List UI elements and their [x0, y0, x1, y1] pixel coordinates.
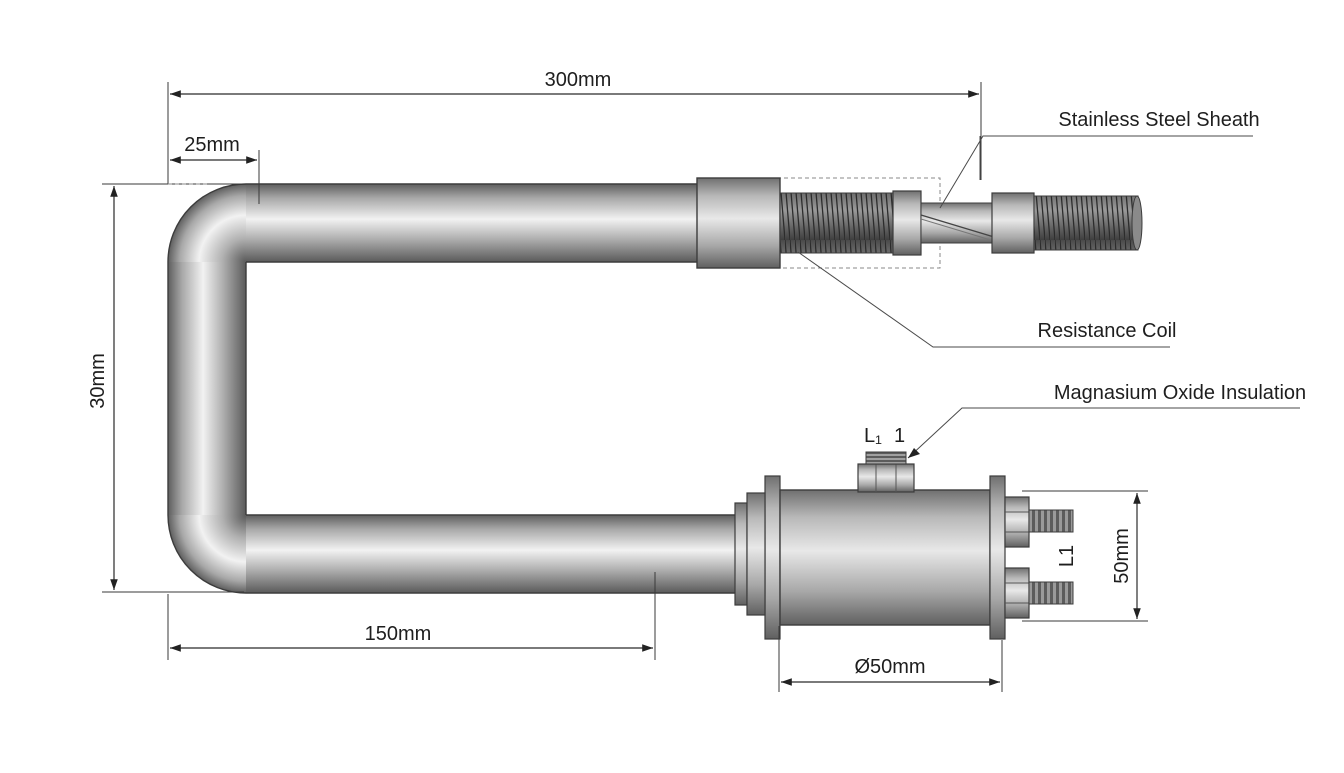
sheath-collar [696, 177, 781, 269]
dimension-overall-length-text: 300mm [545, 69, 612, 91]
dimension-housing-diameter-text: Ø50mm [854, 656, 925, 678]
u-tube [167, 183, 738, 594]
resistance-coil-end [1033, 195, 1139, 251]
housing-body [779, 489, 991, 626]
dimension-leg-length-text: 150mm [365, 623, 432, 645]
tube-bottom-bend [168, 515, 246, 593]
terminal-side-label: L1 [1056, 545, 1078, 567]
dimension-height: 30mm [87, 183, 244, 593]
sheath-collar-2 [991, 192, 1035, 254]
dimension-terminal-height: 50mm [1022, 490, 1148, 622]
terminal-housing [734, 451, 1074, 640]
callout-coil: Resistance Coil [797, 251, 1177, 348]
tube-vertical-run [168, 262, 246, 515]
terminal-top-number: 1 [894, 425, 905, 447]
dimension-housing-diameter: Ø50mm [778, 626, 1003, 692]
tube-top-bend [168, 184, 246, 262]
callout-insulation: Magnasium Oxide Insulation [907, 382, 1306, 459]
sheath-cutaway [696, 177, 1143, 269]
housing-flange-left [764, 475, 781, 640]
sheath-ring [892, 190, 922, 256]
core-rod [920, 202, 995, 244]
tube-bottom-run [246, 515, 738, 593]
terminal-stud-upper [1004, 496, 1074, 548]
housing-flange-right [989, 475, 1006, 640]
tube-top-run [246, 184, 698, 262]
dimension-overall-length: 300mm [167, 69, 982, 182]
dimension-terminal-height-text: 50mm [1111, 528, 1133, 584]
callout-coil-text: Resistance Coil [1038, 320, 1177, 342]
dimension-height-text: 30mm [87, 353, 109, 409]
callout-sheath: Stainless Steel Sheath [939, 109, 1260, 209]
resistance-coil-section [779, 192, 896, 254]
dimension-bend-offset: 25mm [167, 134, 260, 204]
dimension-leg-length: 150mm [167, 572, 656, 660]
terminal-top-label: L₁ [864, 425, 882, 447]
callout-insulation-text: Magnasium Oxide Insulation [1054, 382, 1306, 404]
callout-sheath-text: Stainless Steel Sheath [1058, 109, 1259, 131]
top-terminal-nut [857, 451, 915, 493]
terminal-stud-lower [1004, 567, 1074, 619]
dimension-bend-offset-text: 25mm [184, 134, 240, 156]
